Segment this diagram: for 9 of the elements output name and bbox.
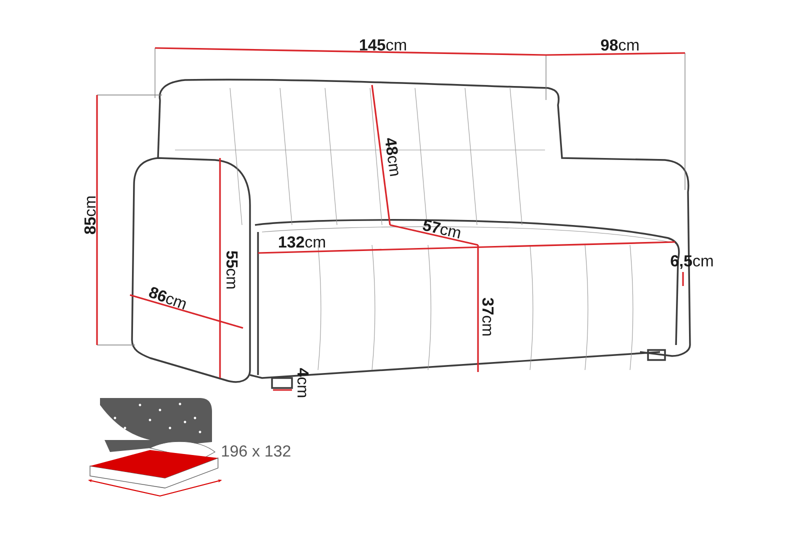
dimension-label: 132cm xyxy=(279,236,325,248)
dimension-label: 85cm xyxy=(84,196,96,234)
dimension-label: 98cm xyxy=(601,39,639,51)
dimension-label: 4cm xyxy=(297,368,309,398)
dimension-label: 55cm xyxy=(226,250,238,289)
dimension-label: 48cm xyxy=(386,138,398,176)
dimension-label: 37cm xyxy=(482,298,494,336)
dimension-label: 196 x 132 xyxy=(222,445,290,457)
dimension-label: 145cm xyxy=(360,39,406,51)
